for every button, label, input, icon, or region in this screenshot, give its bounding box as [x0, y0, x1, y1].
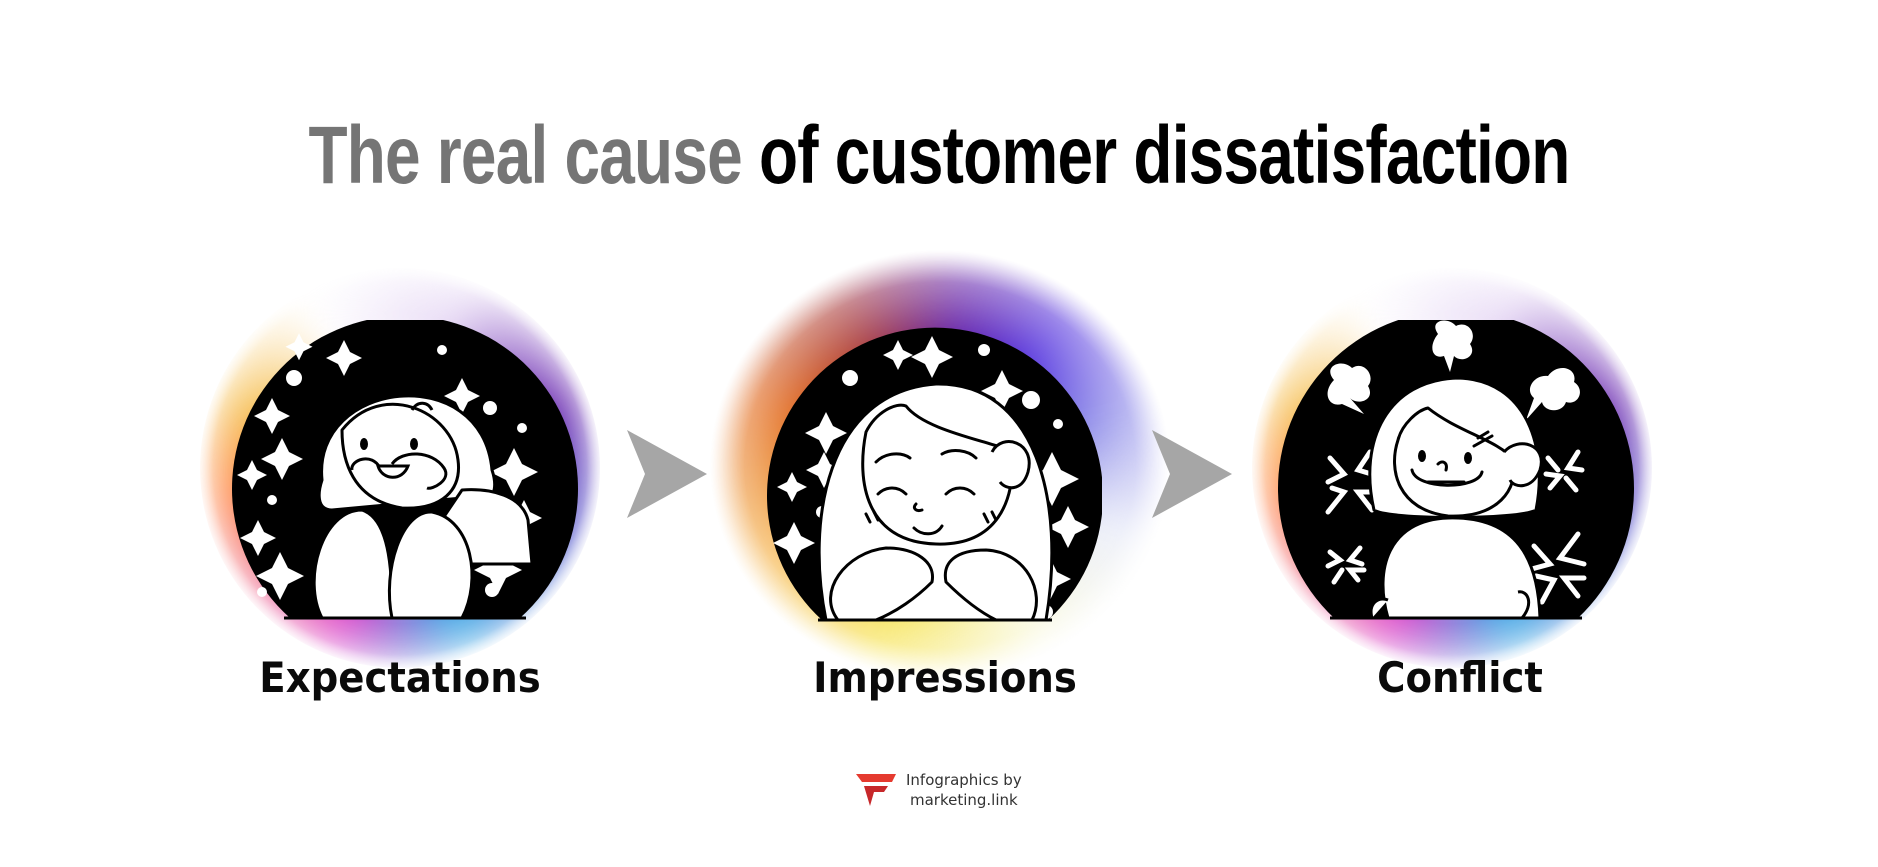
step-label: Impressions [813, 653, 1077, 702]
title-strong-part: of customer dissatisfaction [758, 110, 1570, 201]
page-title: The real cause of customer dissatisfacti… [207, 106, 1672, 206]
step-expectations: Expectations [180, 258, 620, 702]
angry-girl-with-steam-icon [1278, 320, 1634, 620]
step-label: Expectations [259, 653, 541, 702]
arrow-right-icon [627, 430, 707, 518]
step-impressions: Impressions [710, 250, 1180, 710]
happy-girl-with-sparkles-icon [232, 320, 578, 620]
content-girl-eyes-closed-icon [767, 327, 1102, 622]
step-conflict: Conflict [1240, 258, 1680, 702]
marketing-link-logo-icon [856, 774, 896, 806]
footer-credit: Infographics by marketing.link [856, 770, 1022, 810]
footer-line-2: marketing.link [909, 791, 1018, 809]
step-label: Conflict [1377, 653, 1543, 702]
footer-line-1: Infographics by [906, 771, 1022, 789]
arrow-right-icon [1152, 430, 1232, 518]
title-muted-part: The real cause [308, 110, 742, 201]
